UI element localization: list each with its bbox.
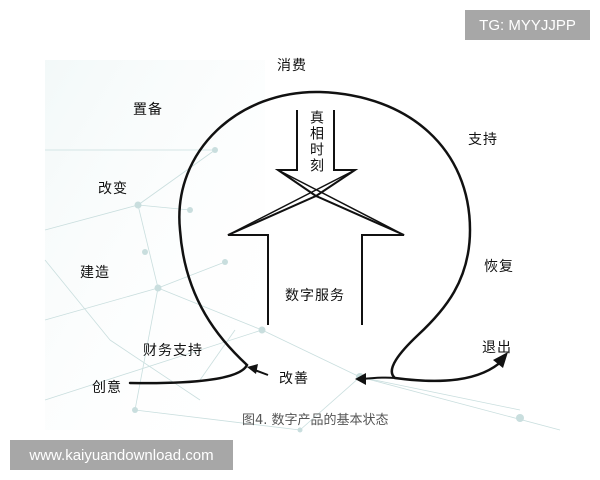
label-prepare: 置备 bbox=[133, 102, 163, 118]
label-recover: 恢复 bbox=[484, 259, 514, 275]
label-change: 改变 bbox=[98, 181, 128, 197]
watermark-top: TG: MYYJJPP bbox=[465, 10, 590, 40]
label-build: 建造 bbox=[80, 265, 110, 281]
label-digital-service: 数字服务 bbox=[285, 288, 345, 304]
label-consume: 消费 bbox=[277, 58, 307, 74]
label-idea: 创意 bbox=[92, 380, 122, 396]
label-financial-support: 财务支持 bbox=[143, 343, 203, 359]
label-moment-of-truth: 真相时刻 bbox=[308, 110, 324, 174]
exit-arrowhead bbox=[493, 352, 508, 368]
improve-arrowhead-left bbox=[247, 364, 258, 374]
label-improve: 改善 bbox=[279, 371, 309, 387]
lifecycle-loop bbox=[128, 90, 505, 385]
figure-caption: 图4. 数字产品的基本状态 bbox=[242, 413, 389, 428]
label-support: 支持 bbox=[468, 132, 498, 148]
watermark-bottom: www.kaiyuandownload.com bbox=[10, 440, 233, 470]
improve-arrowhead-right bbox=[355, 373, 366, 385]
digital-service-arrow bbox=[227, 194, 405, 325]
label-exit: 退出 bbox=[482, 340, 512, 356]
